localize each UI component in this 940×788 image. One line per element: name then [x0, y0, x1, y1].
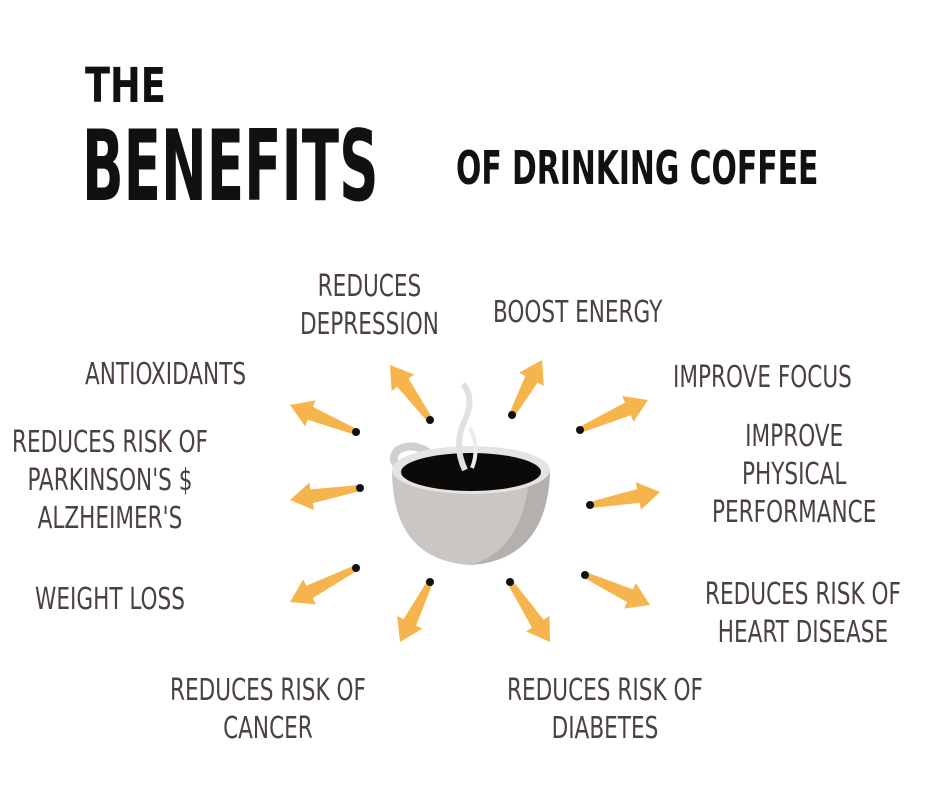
arrow-icon: [290, 565, 358, 605]
title-the: The: [85, 58, 166, 114]
arrow-icon: [390, 365, 433, 422]
label-line: Reduces Risk of: [507, 673, 703, 708]
arrow-icon: [583, 572, 650, 609]
arrow-tail: [586, 501, 594, 509]
arrow-icon: [509, 360, 544, 417]
label-line: Performance: [712, 495, 877, 530]
label-line: Diabetes: [551, 711, 659, 746]
label-line: Boost Energy: [493, 295, 663, 330]
arrow-icon: [589, 482, 660, 510]
coffee-cup-icon: [389, 382, 550, 565]
benefit-weight-loss: Weight Loss: [35, 581, 185, 619]
arrow-icon: [290, 400, 358, 435]
label-line: Reduces Risk of: [12, 425, 208, 460]
arrow-tail: [581, 571, 589, 579]
label-line: Alzheimer's: [37, 501, 183, 536]
benefit-reduces-depression: ReducesDepression: [300, 268, 439, 344]
benefit-parkinsons-alzheimers: Reduces Risk ofParkinson's $Alzheimer's: [12, 424, 208, 538]
label-line: Parkinson's $: [27, 463, 193, 498]
title-subtitle: of Drinking Coffee: [456, 141, 819, 195]
label-line: Cancer: [223, 711, 313, 746]
label-line: Physical: [741, 457, 847, 492]
label-line: Improve Focus: [673, 360, 852, 395]
arrow-icon: [290, 482, 361, 511]
arrow-icon: [507, 580, 550, 642]
arrow-tail: [508, 411, 516, 419]
arrow-icon: [578, 396, 648, 433]
label-line: Weight Loss: [35, 582, 185, 617]
benefit-antioxidants: Antioxidants: [85, 356, 246, 394]
benefit-heart-disease: Reduces Risk ofHeart Disease: [705, 576, 901, 652]
arrow-tail: [356, 484, 364, 492]
arrow-tail: [352, 564, 360, 572]
arrow-icon: [397, 580, 433, 642]
arrow-tail: [506, 578, 514, 586]
label-line: Improve: [745, 419, 844, 454]
label-line: Antioxidants: [85, 357, 247, 392]
benefit-diabetes: Reduces Risk ofDiabetes: [507, 672, 703, 748]
benefit-cancer: Reduces Risk ofCancer: [170, 672, 366, 748]
label-line: Depression: [300, 307, 439, 342]
arrow-tail: [426, 578, 434, 586]
label-line: Reduces: [317, 269, 422, 304]
title-benefits: Benefits: [82, 110, 379, 224]
arrow-tail: [352, 428, 360, 436]
arrow-tail: [576, 426, 584, 434]
label-line: Reduces Risk of: [170, 673, 366, 708]
label-line: Heart Disease: [717, 615, 889, 650]
benefit-boost-energy: Boost Energy: [493, 294, 662, 332]
benefit-improve-focus: Improve Focus: [673, 359, 852, 397]
arrow-tail: [426, 416, 434, 424]
label-line: Reduces Risk of: [705, 577, 901, 612]
benefit-physical-performance: ImprovePhysicalPerformance: [712, 418, 876, 532]
